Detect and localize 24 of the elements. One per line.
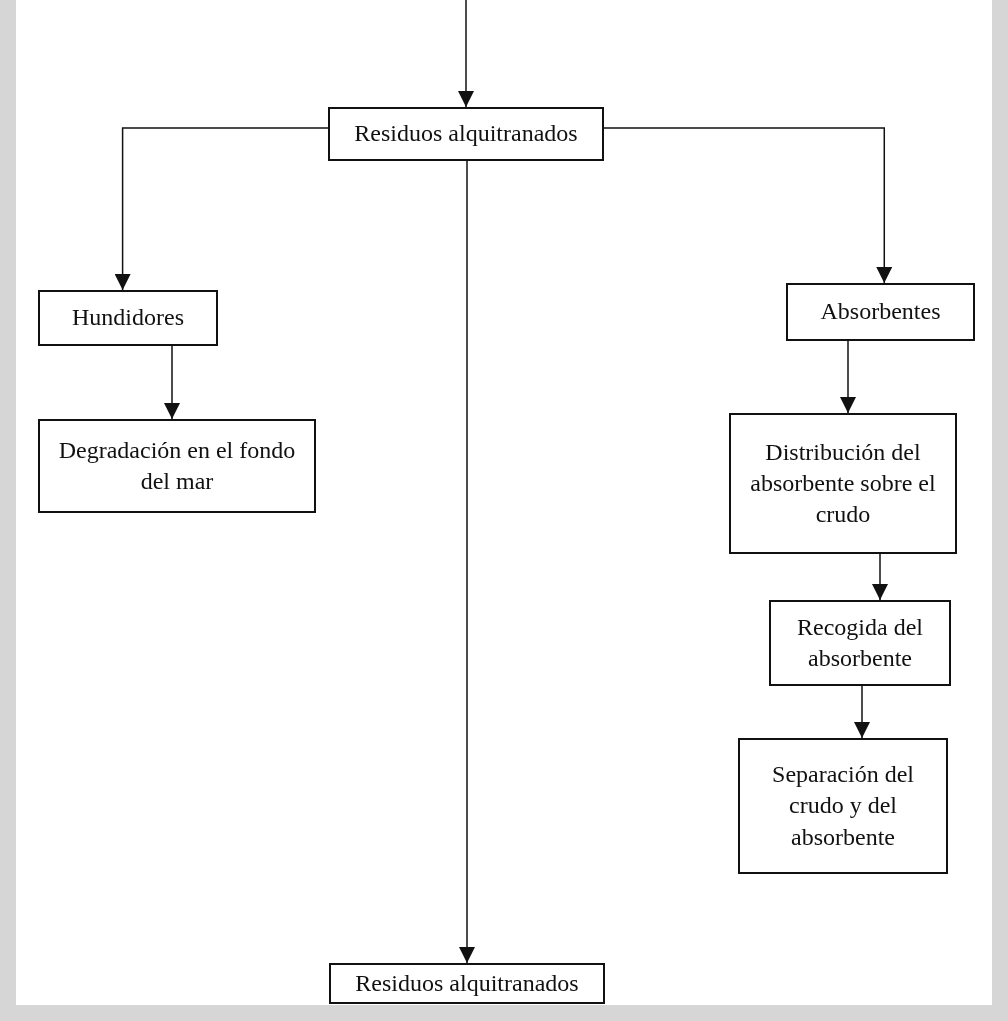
box-text: Residuos alquitranados xyxy=(355,968,579,998)
process-box xyxy=(38,419,316,513)
arrow xyxy=(872,553,888,601)
arrow xyxy=(164,345,180,420)
box-text: Absorbentes xyxy=(820,297,941,327)
process-box xyxy=(769,600,951,686)
box-text: Recogida del absorbente xyxy=(796,612,924,673)
arrow xyxy=(458,0,474,108)
arrow xyxy=(603,127,893,284)
box-text: Separación del crudo y del absorbente xyxy=(771,760,915,852)
process-box xyxy=(328,107,604,161)
box-text: Distribución del absorbente sobre el crudo xyxy=(749,437,937,530)
process-box xyxy=(738,738,948,874)
box-text: Degradación en el fondo del mar xyxy=(57,435,297,496)
arrow xyxy=(854,685,870,739)
arrow xyxy=(459,160,475,964)
arrow xyxy=(114,127,329,291)
process-box xyxy=(786,283,975,341)
arrow xyxy=(840,340,856,414)
process-box xyxy=(729,413,957,554)
box-text: Residuos alquitranados xyxy=(354,119,578,149)
box-text: Hundidores xyxy=(72,303,184,333)
process-box xyxy=(329,963,605,1004)
process-box xyxy=(38,290,218,346)
